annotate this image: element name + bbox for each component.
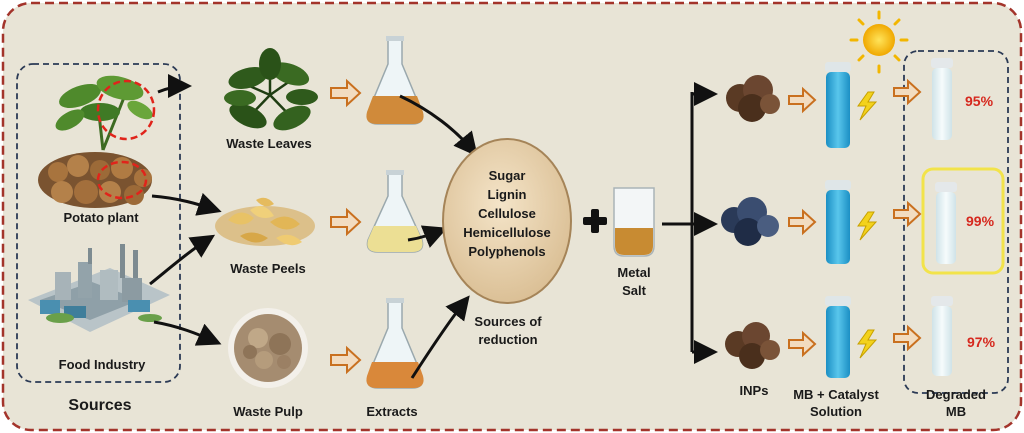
orange-arrows-waste: [330, 78, 362, 375]
food-industry-label: Food Industry: [58, 357, 146, 372]
waste-leaves-label: Waste Leaves: [226, 136, 312, 151]
degradation-percent: 97%: [967, 334, 996, 350]
caption-line: Solution: [810, 404, 862, 419]
caption-line: reduction: [478, 332, 538, 347]
compound-label: Hemicellulose: [463, 225, 551, 240]
caption-line: Metal: [617, 265, 651, 280]
potato-plant-label: Potato plant: [63, 210, 139, 225]
vial-icon: [825, 62, 851, 148]
degradation-percent: 99%: [966, 213, 995, 229]
degraded-box: [903, 50, 1009, 394]
black-arrows: [149, 74, 718, 379]
flask-icon: [366, 298, 424, 389]
degradation-percent: 95%: [965, 93, 994, 109]
caption-line: Sources of: [474, 314, 542, 329]
compound-label: Cellulose: [478, 206, 536, 221]
compound-label: Sugar: [488, 168, 526, 183]
vial-icon: [825, 180, 851, 264]
vial-icon: [931, 296, 953, 376]
reduction-compounds: Sugar Lignin Cellulose Hemicellulose Pol…: [452, 166, 562, 261]
mb-catalyst-label: MB + Catalyst Solution: [784, 386, 888, 420]
sources-box: [16, 63, 181, 383]
flask-icon: [366, 170, 424, 253]
compound-label: Polyphenols: [468, 244, 546, 259]
inps-label: INPs: [739, 383, 769, 398]
waste-pulp-label: Waste Pulp: [233, 404, 303, 419]
reduction-sources-ellipse: [442, 138, 572, 304]
waste-peels-image: [215, 197, 315, 246]
sun-icon: [849, 10, 909, 74]
compound-label: Lignin: [487, 187, 527, 202]
lightning-icon: [857, 91, 878, 359]
orange-arrows-inps: [788, 78, 922, 358]
vial-icon: [935, 182, 957, 264]
degraded-mb-label: Degraded MB: [910, 386, 1002, 420]
metal-salt-label: Metal Salt: [600, 264, 668, 300]
beaker-icon: [613, 187, 655, 257]
vial-icon: [931, 58, 953, 140]
sources-of-reduction-label: Sources of reduction: [460, 313, 556, 349]
caption-line: MB + Catalyst: [793, 387, 879, 402]
sources-label: Sources: [68, 397, 132, 414]
plus-icon: [583, 209, 607, 233]
potato-plant-image: [38, 75, 156, 208]
caption-line: Salt: [622, 283, 646, 298]
food-industry-image: [28, 244, 170, 332]
caption-line: Degraded: [926, 387, 986, 402]
waste-pulp-image: [228, 308, 308, 388]
caption-line: MB: [945, 404, 967, 419]
extracts-label: Extracts: [366, 404, 418, 419]
inps-cluster-image: [721, 75, 780, 369]
waste-leaves-image: [224, 48, 318, 131]
waste-peels-label: Waste Peels: [230, 261, 306, 276]
highlight-box: [921, 167, 1005, 275]
flask-icon: [366, 36, 424, 125]
vial-icon: [825, 296, 851, 378]
